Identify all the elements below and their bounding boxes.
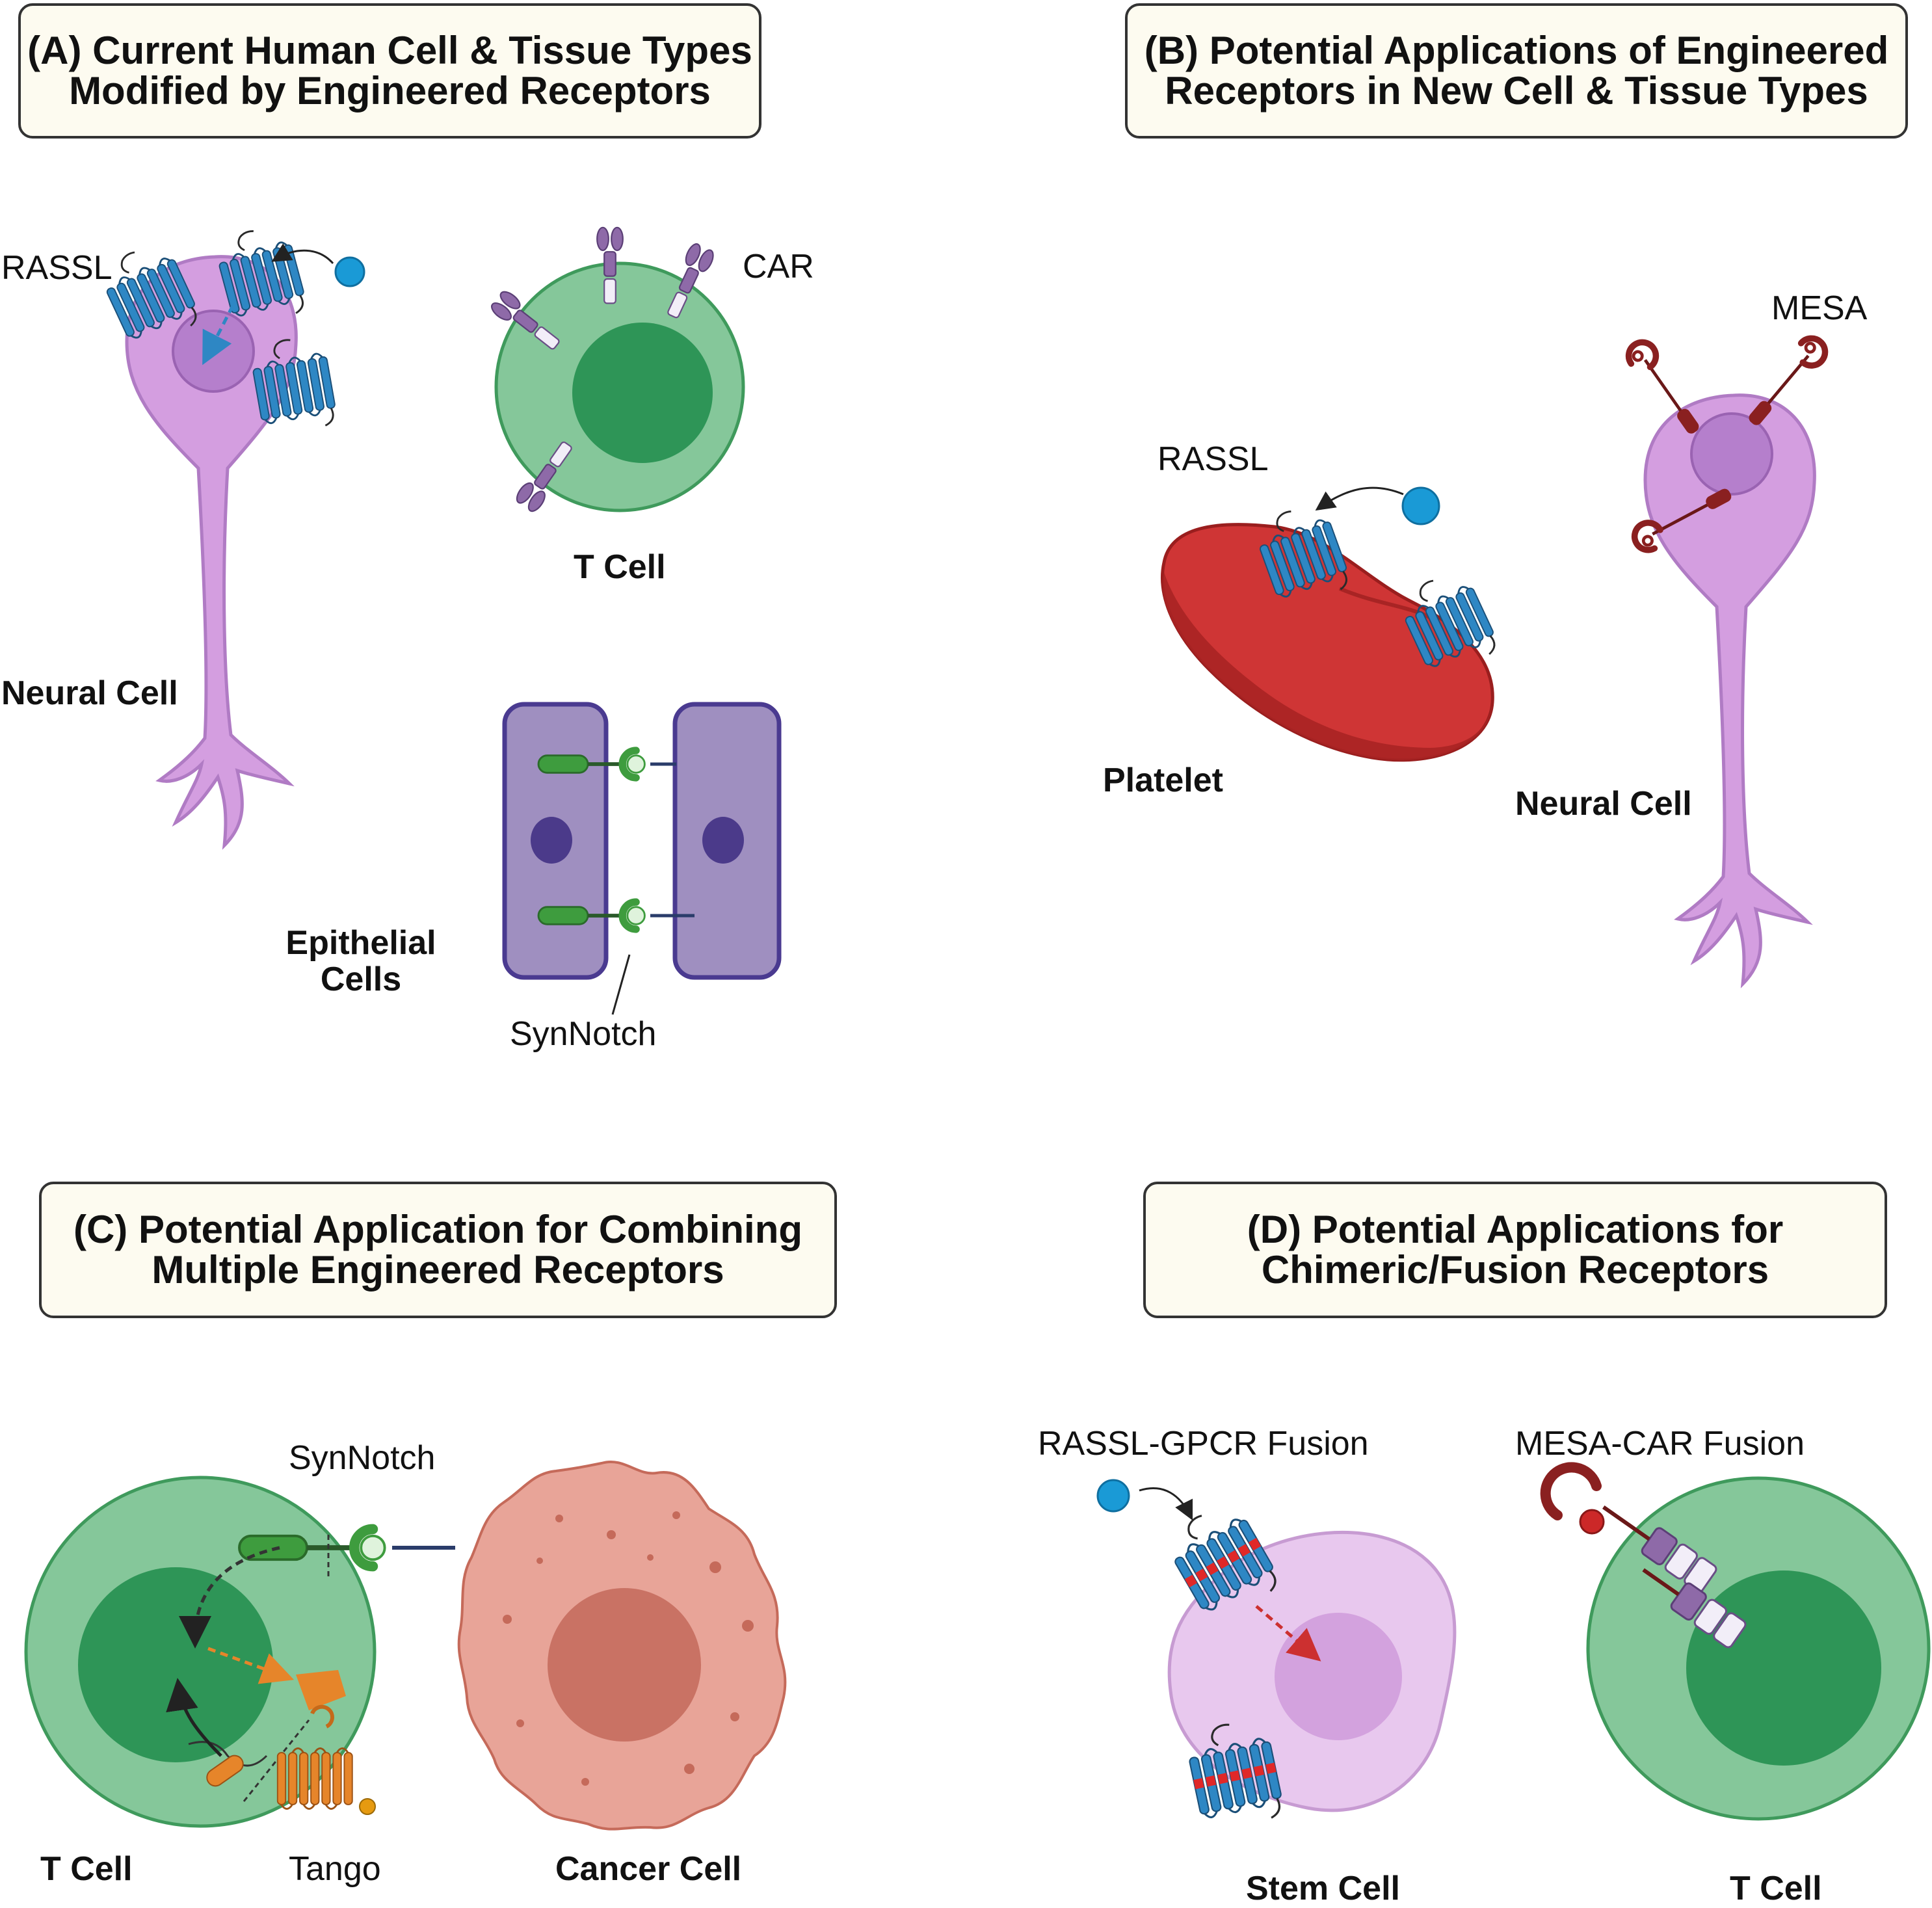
panel-b-title-box: (B) Potential Applications of Engineered… bbox=[1125, 3, 1908, 139]
label-c-tango: Tango bbox=[289, 1850, 381, 1888]
panel-b-title-line1: (B) Potential Applications of Engineered bbox=[1144, 29, 1889, 72]
label-d-tcell: T Cell bbox=[1730, 1870, 1822, 1907]
panel-c-title-box: (C) Potential Application for Combining … bbox=[39, 1182, 837, 1318]
label-c-cancer-cell: Cancer Cell bbox=[555, 1850, 742, 1888]
panel-c-title-line2: Multiple Engineered Receptors bbox=[152, 1248, 724, 1292]
cancer-cell-c bbox=[457, 1461, 787, 1831]
panel-d-title-box: (D) Potential Applications for Chimeric/… bbox=[1143, 1182, 1887, 1318]
panel-d-title-line1: (D) Potential Applications for bbox=[1247, 1208, 1784, 1251]
label-b-platelet: Platelet bbox=[1103, 762, 1223, 799]
label-a-epithelial-line1: Epithelial bbox=[285, 924, 436, 962]
label-b-neural-cell: Neural Cell bbox=[1515, 785, 1692, 823]
label-a-epithelial-line2: Cells bbox=[320, 961, 402, 998]
epithelial-cells-a bbox=[502, 702, 782, 1015]
label-d-rassl-gpcr-fusion: RASSL-GPCR Fusion bbox=[1038, 1425, 1369, 1463]
panel-a-title-line2: Modified by Engineered Receptors bbox=[69, 69, 711, 113]
label-d-mesa-car-fusion: MESA-CAR Fusion bbox=[1515, 1425, 1805, 1463]
t-cell-d bbox=[1540, 1462, 1931, 1821]
stem-cell-d bbox=[1096, 1479, 1457, 1832]
label-a-epithelial: Epithelial Cells bbox=[273, 925, 449, 998]
t-cell-a bbox=[488, 226, 745, 515]
neural-cell-b bbox=[1623, 333, 1831, 988]
panel-d-title-line2: Chimeric/Fusion Receptors bbox=[1261, 1248, 1769, 1292]
label-b-rassl: RASSL bbox=[1158, 440, 1269, 478]
panel-b-title-line2: Receptors in New Cell & Tissue Types bbox=[1165, 69, 1868, 113]
label-a-tcell: T Cell bbox=[574, 548, 666, 586]
label-a-synnotch: SynNotch bbox=[510, 1015, 657, 1053]
label-b-mesa: MESA bbox=[1771, 289, 1868, 327]
panel-c-title-line1: (C) Potential Application for Combining bbox=[73, 1208, 802, 1251]
label-a-car: CAR bbox=[743, 248, 814, 285]
platelet-b bbox=[1161, 486, 1502, 762]
panel-a-title-line1: (A) Current Human Cell & Tissue Types bbox=[27, 29, 752, 72]
label-a-neural-cell: Neural Cell bbox=[1, 674, 178, 712]
label-c-tcell: T Cell bbox=[40, 1850, 133, 1888]
neural-cell-a bbox=[95, 220, 365, 850]
t-cell-c bbox=[24, 1476, 455, 1828]
label-a-rassl: RASSL bbox=[1, 249, 112, 287]
label-d-stem-cell: Stem Cell bbox=[1246, 1870, 1400, 1907]
label-c-synnotch: SynNotch bbox=[289, 1439, 436, 1477]
panel-a-title-box: (A) Current Human Cell & Tissue Types Mo… bbox=[18, 3, 761, 139]
